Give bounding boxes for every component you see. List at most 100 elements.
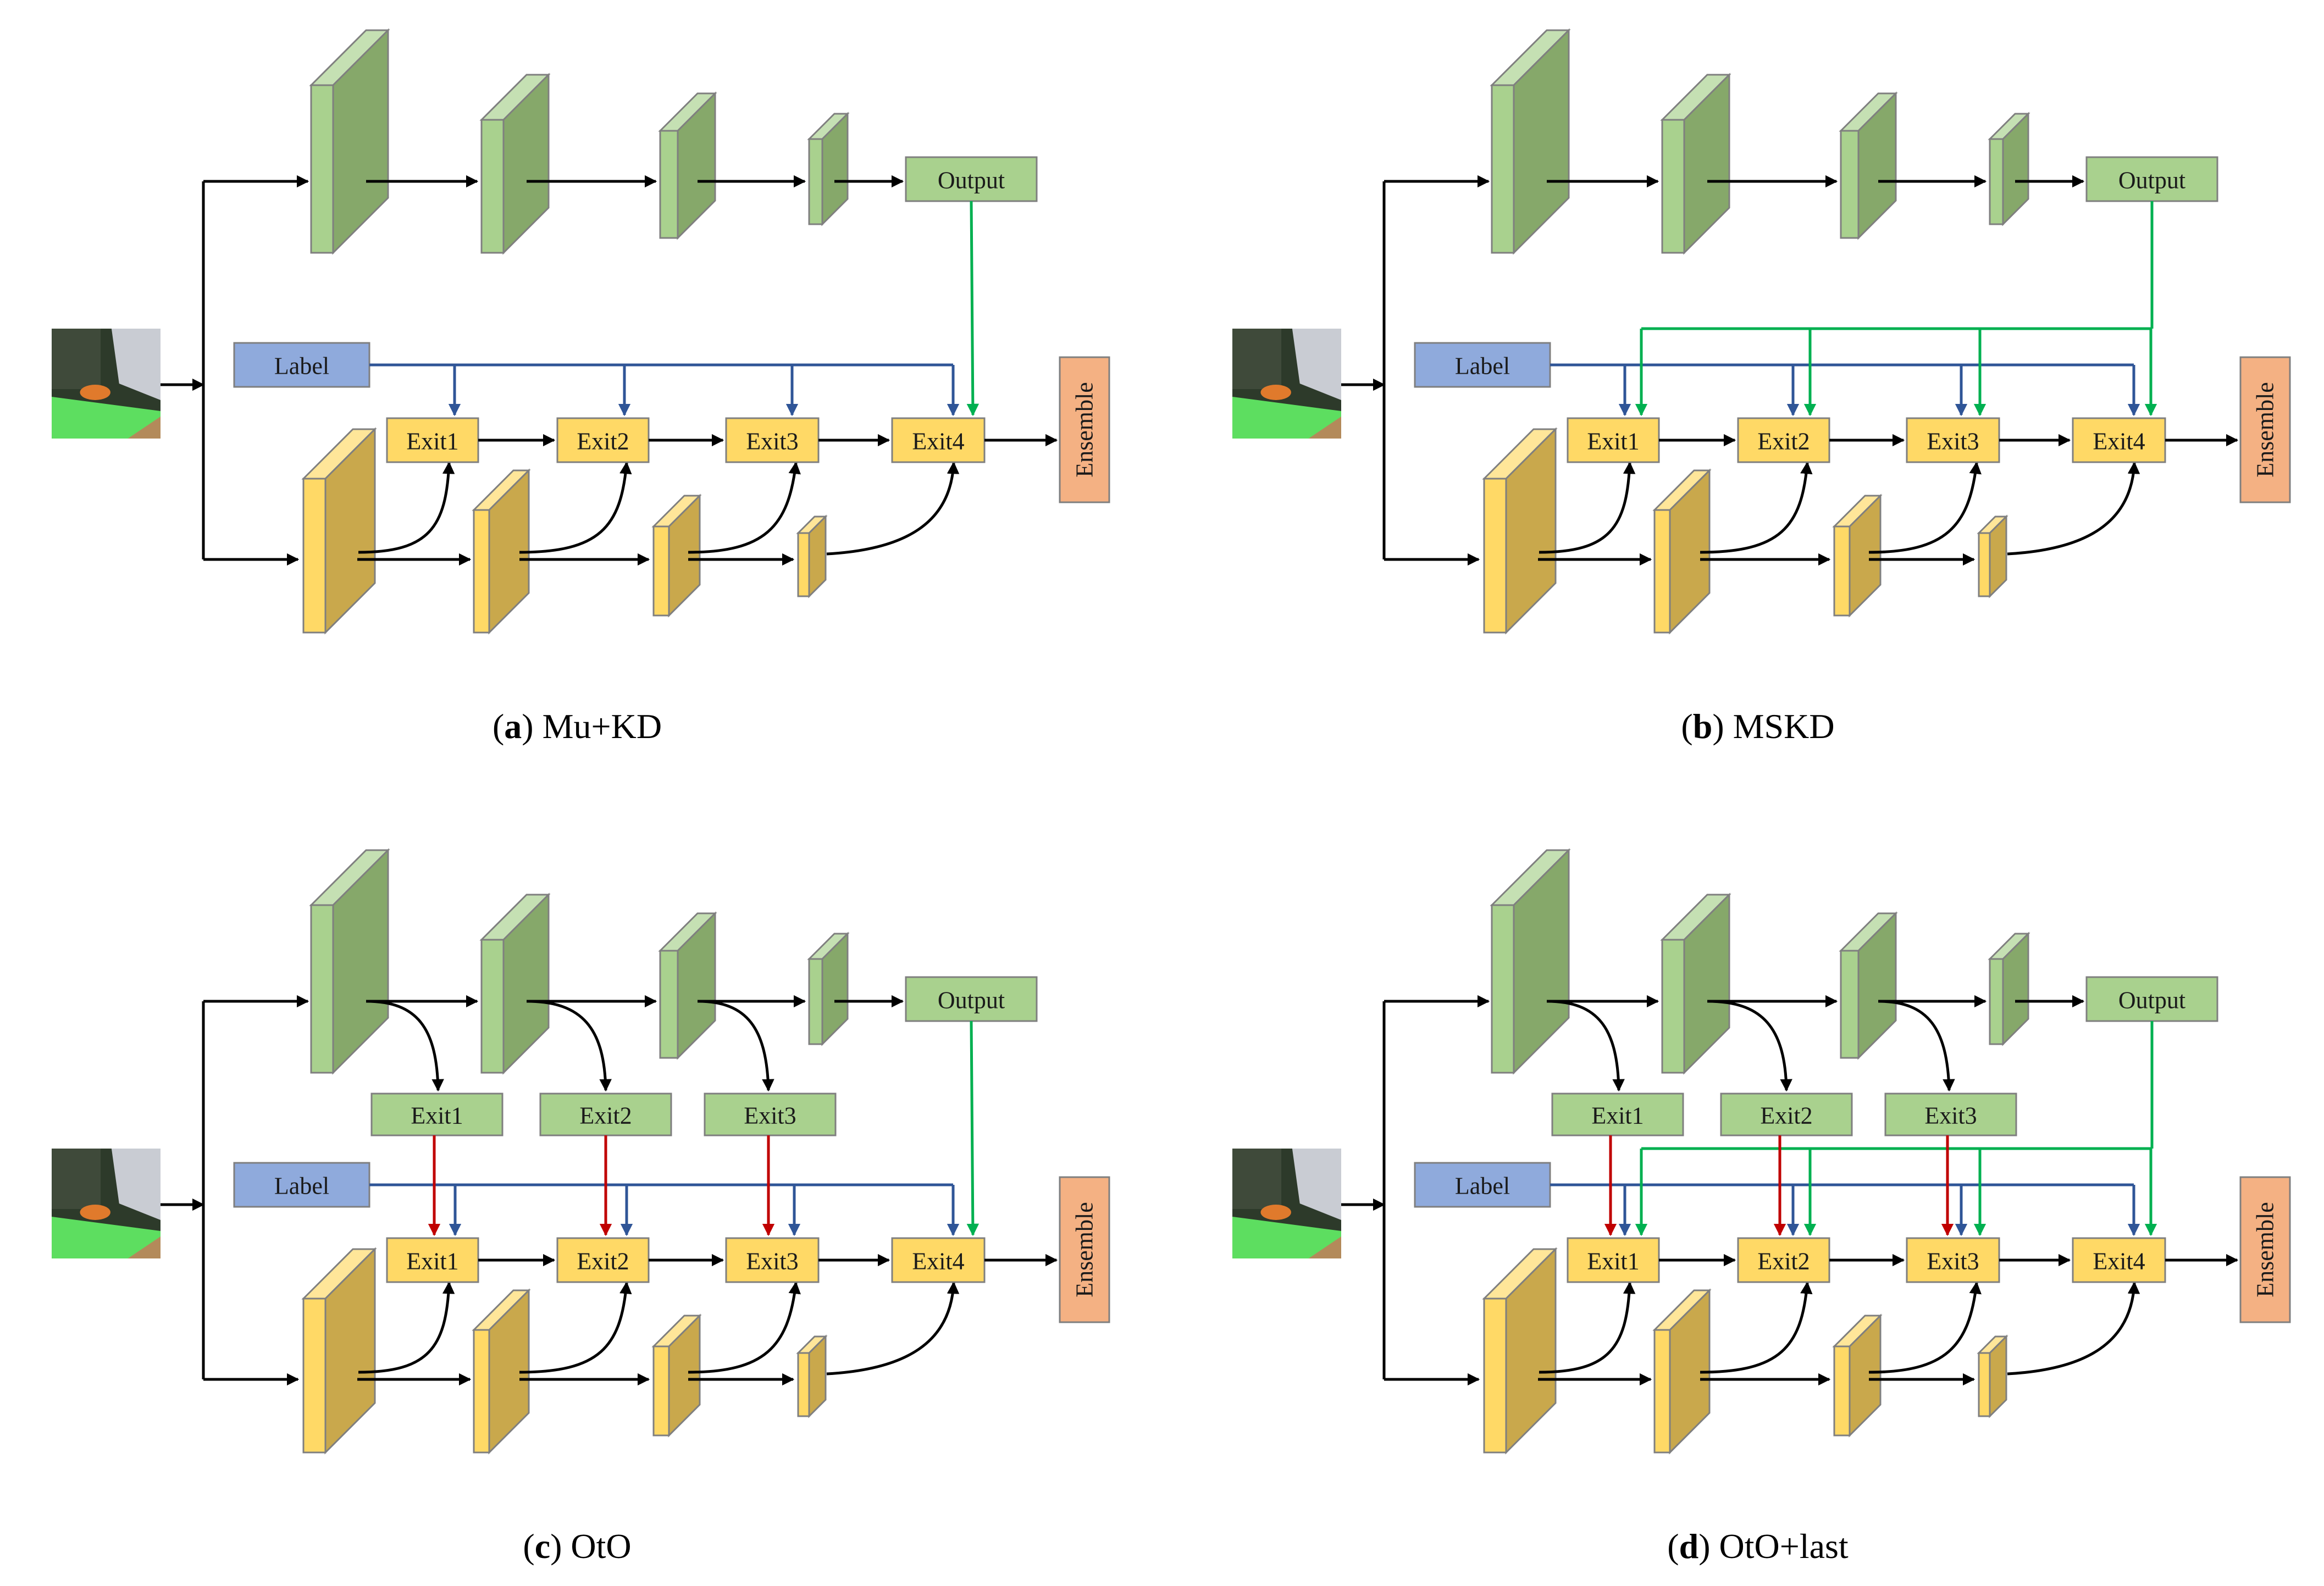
panel-d-teacher-exit-2-rect [1720, 1093, 1853, 1136]
panel-a-student-block-2 [472, 468, 531, 635]
panel-a-input-image-fish [80, 385, 110, 400]
panel-b-label-box-text: Label [1455, 353, 1510, 380]
panel-a-teacher-block-2 [479, 73, 551, 255]
panel-c-student-to-exit-4 [826, 1281, 960, 1376]
panel-a-student-block-4 [796, 514, 828, 598]
panel-c-teacher-exit-2-text: Exit2 [579, 1102, 632, 1129]
panel-a-student-to-exit-4 [826, 461, 960, 556]
panel-c-student-exit-1-rect [386, 1237, 479, 1283]
panel-b-student-block-2-front [1653, 509, 1671, 634]
panel-c-student-exit-4-text: Exit4 [912, 1248, 964, 1275]
panel-d-student-exit-4: Exit4 [2072, 1237, 2166, 1283]
panel-c-teacher-block-2 [479, 892, 551, 1075]
panel-b-student-block-3 [1832, 493, 1883, 618]
panel-a-label-box-text: Label [274, 353, 329, 380]
panel-b-student-block-4-front [1978, 532, 1991, 597]
panel-d-student-to-exit-4 [2007, 1281, 2140, 1376]
panel-c-teacher-exit-1-rect [370, 1093, 503, 1136]
panel-b-output-box-text: Output [2118, 167, 2185, 194]
panel-a-student-to-exit-2 [519, 461, 632, 554]
panel-c-student-to-exit-2 [519, 1281, 632, 1374]
panel-d-student-exit-3-text: Exit3 [1927, 1248, 1979, 1275]
panel-c-caption: (c) OtO [523, 1527, 631, 1566]
panel-d-student-exit-3-rect [1906, 1237, 2000, 1283]
panel-a-input-image-wood [128, 417, 161, 439]
panel-c-ensemble-box-rect [1059, 1176, 1110, 1323]
panel-a-teacher-block-1 [309, 28, 390, 255]
panel-b-student-to-exit-4 [2007, 461, 2140, 556]
panel-c-teacher-exit-3-text: Exit3 [744, 1102, 796, 1129]
panel-a-teacher-block-4-front [808, 138, 823, 225]
panel-b-ensemble-box-rect [2239, 356, 2291, 503]
panel-c-teacher-to-exit-1 [366, 1000, 444, 1092]
panel-a-output-box-text: Output [938, 167, 1005, 194]
panel-b-student-block-1-front [1483, 478, 1507, 634]
panel-a-student-block-4-front [797, 532, 810, 597]
panel-a-ensemble-box-text: Ensemble [1071, 382, 1098, 478]
panel-c-student-block-4 [796, 1334, 828, 1418]
panel-c-teacher-block-3-front [659, 950, 679, 1059]
panel-b-teacher-block-1 [1490, 28, 1571, 255]
panel-d-teacher-block-1 [1490, 848, 1571, 1075]
panel-b-input-image-grass [1232, 397, 1341, 439]
panel-c-output-box: Output [905, 976, 1038, 1022]
panel-c-student-block-2-front [473, 1329, 490, 1454]
panel-c-teacher-exit-2-rect [539, 1093, 672, 1136]
panel-c-input-image [52, 1149, 161, 1258]
panel-a-student-exit-1: Exit1 [386, 417, 479, 463]
panel-b-ensemble-box-text: Ensemble [2252, 382, 2279, 478]
panel-a-student-exit-4-text: Exit4 [912, 428, 964, 455]
panel-c-teacher-exit-2: Exit2 [539, 1093, 672, 1136]
panel-d-ensemble-box: Ensemble [2239, 1176, 2291, 1323]
panel-d-teacher-exit-3-text: Exit3 [1924, 1102, 1977, 1129]
panel-a-output-arrow-4 [966, 201, 980, 417]
panel-b-student-exit-1-rect [1567, 417, 1660, 463]
panel-b-ensemble-box: Ensemble [2239, 356, 2291, 503]
panel-d-student-exit-3: Exit3 [1906, 1237, 2000, 1283]
panel-b-teacher-block-1-front [1491, 84, 1515, 254]
panel-b-input-image [1232, 329, 1341, 439]
panel-b-student-exit-4-text: Exit4 [2093, 428, 2145, 455]
panel-b-student-exit-3-rect [1906, 417, 2000, 463]
panel-b-student-exit-1: Exit1 [1567, 417, 1660, 463]
panel-d-teacher-exit-1-text: Exit1 [1591, 1102, 1644, 1129]
panel-a-ensemble-box: Ensemble [1059, 356, 1110, 503]
panel-b-student-exit-4-rect [2072, 417, 2166, 463]
panel-c-teacher-block-4 [807, 931, 850, 1046]
panel-c-teacher-exit-1: Exit1 [370, 1093, 503, 1136]
panel-d-teacher-block-4 [1988, 931, 2030, 1046]
panel-d-caption: (d) OtO+last [1667, 1527, 1849, 1566]
panel-a-teacher-block-4 [807, 112, 850, 226]
panel-c-student-block-4-front [797, 1352, 810, 1417]
panel-d-teacher-exit-3: Exit3 [1884, 1093, 2017, 1136]
panel-d-student-exit-1-rect [1567, 1237, 1660, 1283]
panel-b-teacher-block-4 [1988, 112, 2030, 226]
panel-b-student-exit-3-text: Exit3 [1927, 428, 1979, 455]
panel-a-student-exit-2-text: Exit2 [577, 428, 629, 455]
panel-a-student-block-1-front [302, 478, 327, 634]
panel-c-teacher-block-1 [309, 848, 390, 1075]
panel-a-teacher-block-1-front [310, 84, 334, 254]
panel-d-student-block-2-front [1653, 1329, 1671, 1454]
panel-d-teacher-to-exit-3 [1878, 1000, 1955, 1092]
panel-d-student-block-1-front [1483, 1297, 1507, 1454]
panel-c-student-exit-4-rect [891, 1237, 986, 1283]
panel-b-output-box-rect [2085, 156, 2218, 202]
panel-b-student-exit-2: Exit2 [1737, 417, 1830, 463]
panel-c-student-exit-1-text: Exit1 [406, 1248, 458, 1275]
panel-d-input-image-waterfall [1292, 1149, 1341, 1220]
panel-d-input-image-left [1232, 1149, 1282, 1209]
panel-d-student-to-exit-2 [1700, 1281, 1813, 1374]
panel-c-student-exit-3-rect [725, 1237, 820, 1283]
panel-d-student-to-exit-1 [1539, 1281, 1636, 1374]
panel-b-output-bus [1641, 201, 2154, 330]
panel-a-teacher-block-3 [658, 91, 717, 240]
panel-d-teacher-block-2-front [1661, 939, 1685, 1074]
panel-a-student-exit-4-rect [891, 417, 986, 463]
panel-a-caption: (a) Mu+KD [493, 707, 662, 746]
panel-d-ensemble-box-rect [2239, 1176, 2291, 1323]
panel-b-student-exit-4: Exit4 [2072, 417, 2166, 463]
